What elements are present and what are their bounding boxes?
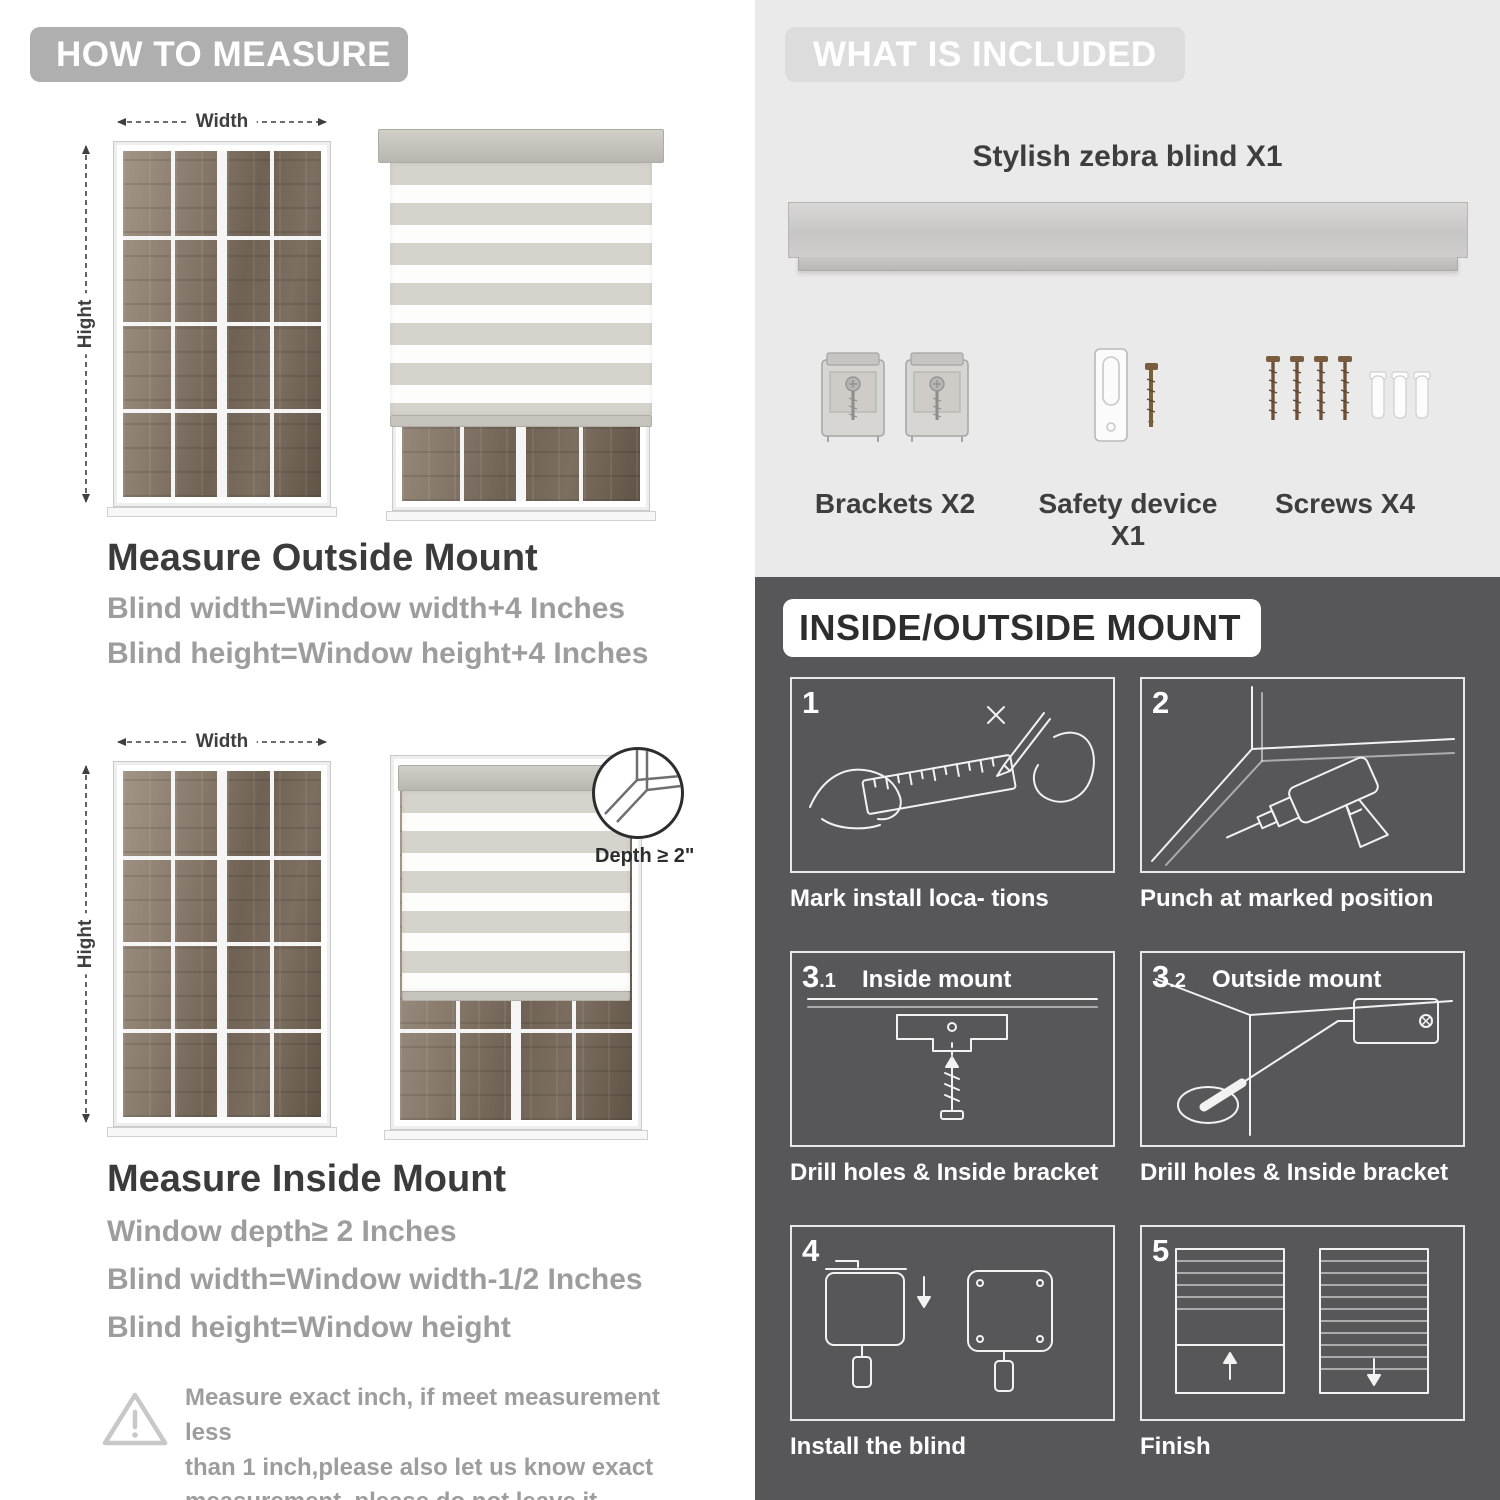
step-5-panel: 5 [1140,1225,1465,1421]
inside-rule-width: Blind width=Window width-1/2 Inches [107,1263,643,1296]
step-5-illustration [1175,1248,1429,1394]
zebra-blind-headrail-illustration [788,202,1468,271]
brackets-illustration [821,352,969,442]
inside-rule-height: Blind height=Window height [107,1311,511,1344]
safety-device-label: Safety device X1 [1038,488,1218,551]
screws-label: Screws X4 [1274,488,1416,519]
step-1-caption: Mark install loca- tions [790,885,1049,912]
step-4-panel: 4 [790,1225,1115,1421]
step-1: 1 [790,677,1115,913]
step-2-illustration [1151,686,1455,866]
step-3-1: 3.1 Inside mount [790,951,1115,1187]
mount-steps-grid: 1 [790,677,1465,1461]
step-number: 2 [1152,685,1170,720]
inside-mount-label: Inside mount [862,966,1012,993]
outside-mount-label: Outside mount [1212,966,1382,993]
safety-device-illustration [1094,348,1158,442]
step-2-panel: 2 [1140,677,1465,873]
width-dimension: Width [113,111,331,133]
step-2-caption: Punch at marked position [1140,885,1434,912]
window-illustration [107,141,337,517]
window-sill [384,1130,648,1140]
height-label: Hight [75,913,97,975]
outside-mount-heading: Measure Outside Mount [107,537,538,579]
window-mullion [123,408,321,413]
step-1-panel: 1 [790,677,1115,873]
outside-rule-width: Blind width=Window width+4 Inches [107,592,626,625]
step-3-1-caption: Drill holes & Inside bracket [790,1159,1099,1186]
inside-rule-depth: Window depth≥ 2 Inches [107,1215,457,1248]
inside-mount-figure: Width Hight [75,725,715,1140]
note-line: measurement, please do not leave it [185,1485,675,1500]
what-is-included-header: WHAT IS INCLUDED [785,27,1185,82]
how-to-measure-header: HOW TO MEASURE [30,27,408,82]
height-dimension: Hight [75,141,97,507]
screws-illustration [1266,356,1431,420]
window-corner-detail [604,750,681,823]
step-2: 2 [1140,677,1465,913]
step-3-1-panel: 3.1 Inside mount [790,951,1115,1147]
width-dimension: Width [113,731,331,753]
how-to-measure-title: HOW TO MEASURE [56,34,391,74]
depth-callout-circle [592,747,684,839]
note-line: than 1 inch,please also let us know exac… [185,1453,654,1481]
blind-bottom-rail [402,991,630,1001]
mount-instructions-section: INSIDE/OUTSIDE MOUNT 1 [755,577,1500,1500]
width-label: Width [187,731,257,753]
window-mullion [123,855,321,860]
zebra-fabric [390,163,652,415]
window-mullion [400,1029,632,1034]
product-label: Stylish zebra blind X1 [972,140,1283,173]
inside-mount-blind-illustration [384,755,648,1140]
step-number: 5 [1152,1233,1170,1268]
step-number: 4 [802,1233,820,1268]
outside-mount-figure: Width Hight [75,105,690,521]
window-mullion [123,235,321,240]
window-sill [107,1127,337,1137]
step-5: 5 [1140,1225,1465,1461]
warning-icon [102,1392,168,1446]
blind-bottom-rail [390,415,652,427]
window-glass [123,771,321,1117]
mount-title: INSIDE/OUTSIDE MOUNT [799,607,1242,648]
step-3-1-illustration [807,998,1098,1120]
window-sill [107,507,337,517]
step-1-illustration [809,706,1095,830]
step-3-2-illustration [1155,978,1453,1136]
mount-header: INSIDE/OUTSIDE MOUNT [783,599,1261,657]
what-is-included-title: WHAT IS INCLUDED [813,34,1157,74]
brackets-label: Brackets X2 [814,488,976,519]
window-mullion [123,1028,321,1033]
window-glass [123,151,321,497]
outside-rule-height: Blind height=Window height+4 Inches [107,637,649,670]
how-to-measure-section: HOW TO MEASURE Width Hight [30,27,715,1500]
step-4: 4 [790,1225,1115,1461]
width-label: Width [187,111,257,133]
window-sill [386,511,656,521]
height-dimension: Hight [75,761,97,1127]
height-label: Hight [75,293,97,355]
measure-note: Measure exact inch, if meet measurement … [185,1381,675,1500]
step-number: 3.1 [802,959,836,994]
step-5-caption: Finish [1140,1433,1211,1460]
step-number: 3.2 [1152,959,1186,994]
window-mullion [123,322,321,326]
inside-mount-heading: Measure Inside Mount [107,1158,507,1200]
depth-label: Depth ≥ 2" [595,845,695,867]
step-3-2: 3.2 Outside mount [1140,951,1465,1187]
what-is-included-section: WHAT IS INCLUDED Stylish zebra blind X1 [755,0,1500,577]
note-line: Measure exact inch, if meet measurement … [185,1384,660,1446]
step-4-caption: Install the blind [790,1433,967,1460]
blind-headrail [378,129,664,163]
window-illustration [107,761,337,1137]
zebra-fabric [402,791,630,991]
step-number: 1 [802,685,820,720]
step-3-2-panel: 3.2 Outside mount [1140,951,1465,1147]
step-4-illustration [825,1260,1053,1392]
outside-mount-blind-illustration [378,129,664,521]
step-3-2-caption: Drill holes & Inside bracket [1140,1159,1449,1186]
window-mullion [123,942,321,946]
